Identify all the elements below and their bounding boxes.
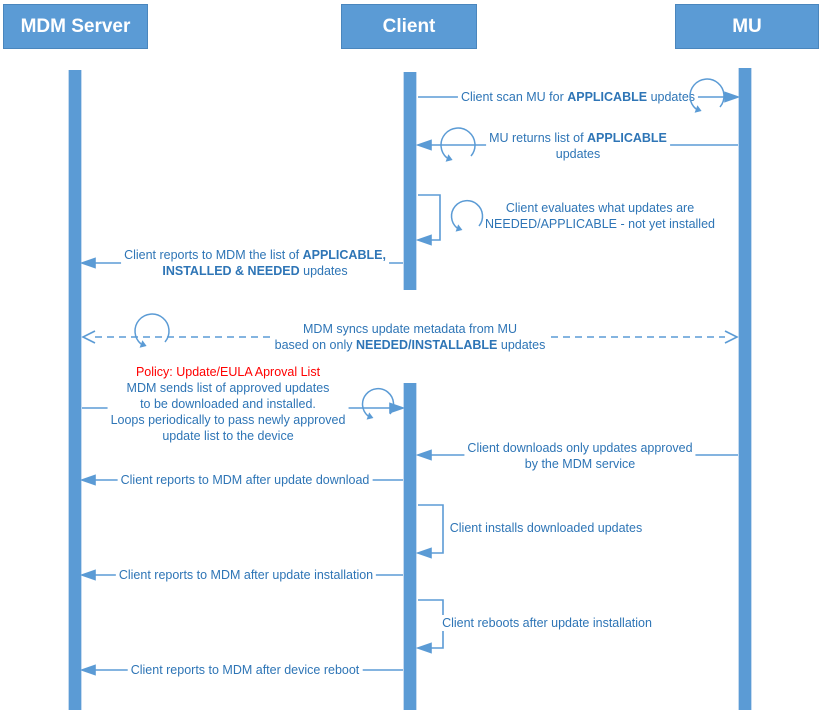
arrowhead-left-icon [415, 642, 432, 654]
open-arrowhead-left-icon [81, 330, 96, 344]
lifeline-client-upper [403, 72, 417, 290]
arrowhead-left-icon [79, 664, 96, 676]
message-label-reboot: Client reboots after update installation [439, 615, 655, 631]
arrowhead-left-icon [415, 234, 432, 246]
arrowhead-left-icon [415, 449, 432, 461]
message-label-report-reboot: Client reports to MDM after device reboo… [127, 662, 363, 678]
arrowhead-right-icon [389, 402, 406, 414]
message-label-report-download: Client reports to MDM after update downl… [117, 472, 373, 488]
message-label-report-list: Client reports to MDM the list of APPLIC… [121, 247, 389, 279]
arrowhead-left-icon [79, 569, 96, 581]
arrowhead-left-icon [79, 474, 96, 486]
open-arrowhead-right-icon [724, 330, 739, 344]
arrowhead-left-icon [79, 257, 96, 269]
message-label-report-install: Client reports to MDM after update insta… [115, 567, 377, 583]
self-message-evaluate [415, 194, 441, 246]
lifeline-client-lower [403, 383, 417, 710]
lifeline-mu [738, 68, 752, 710]
message-label-scan: Client scan MU for APPLICABLE updates [457, 89, 699, 105]
arrowhead-left-icon [415, 139, 432, 151]
arrowhead-left-icon [415, 547, 432, 559]
arrowhead-right-icon [724, 91, 741, 103]
participant-box-client: Client [341, 4, 477, 49]
participant-box-mu: MU [675, 4, 819, 49]
message-label-install: Client installs downloaded updates [446, 520, 646, 536]
self-message-install [415, 504, 444, 559]
lifeline-mdm-server [68, 70, 82, 710]
participant-box-mdm-server: MDM Server [3, 4, 148, 49]
